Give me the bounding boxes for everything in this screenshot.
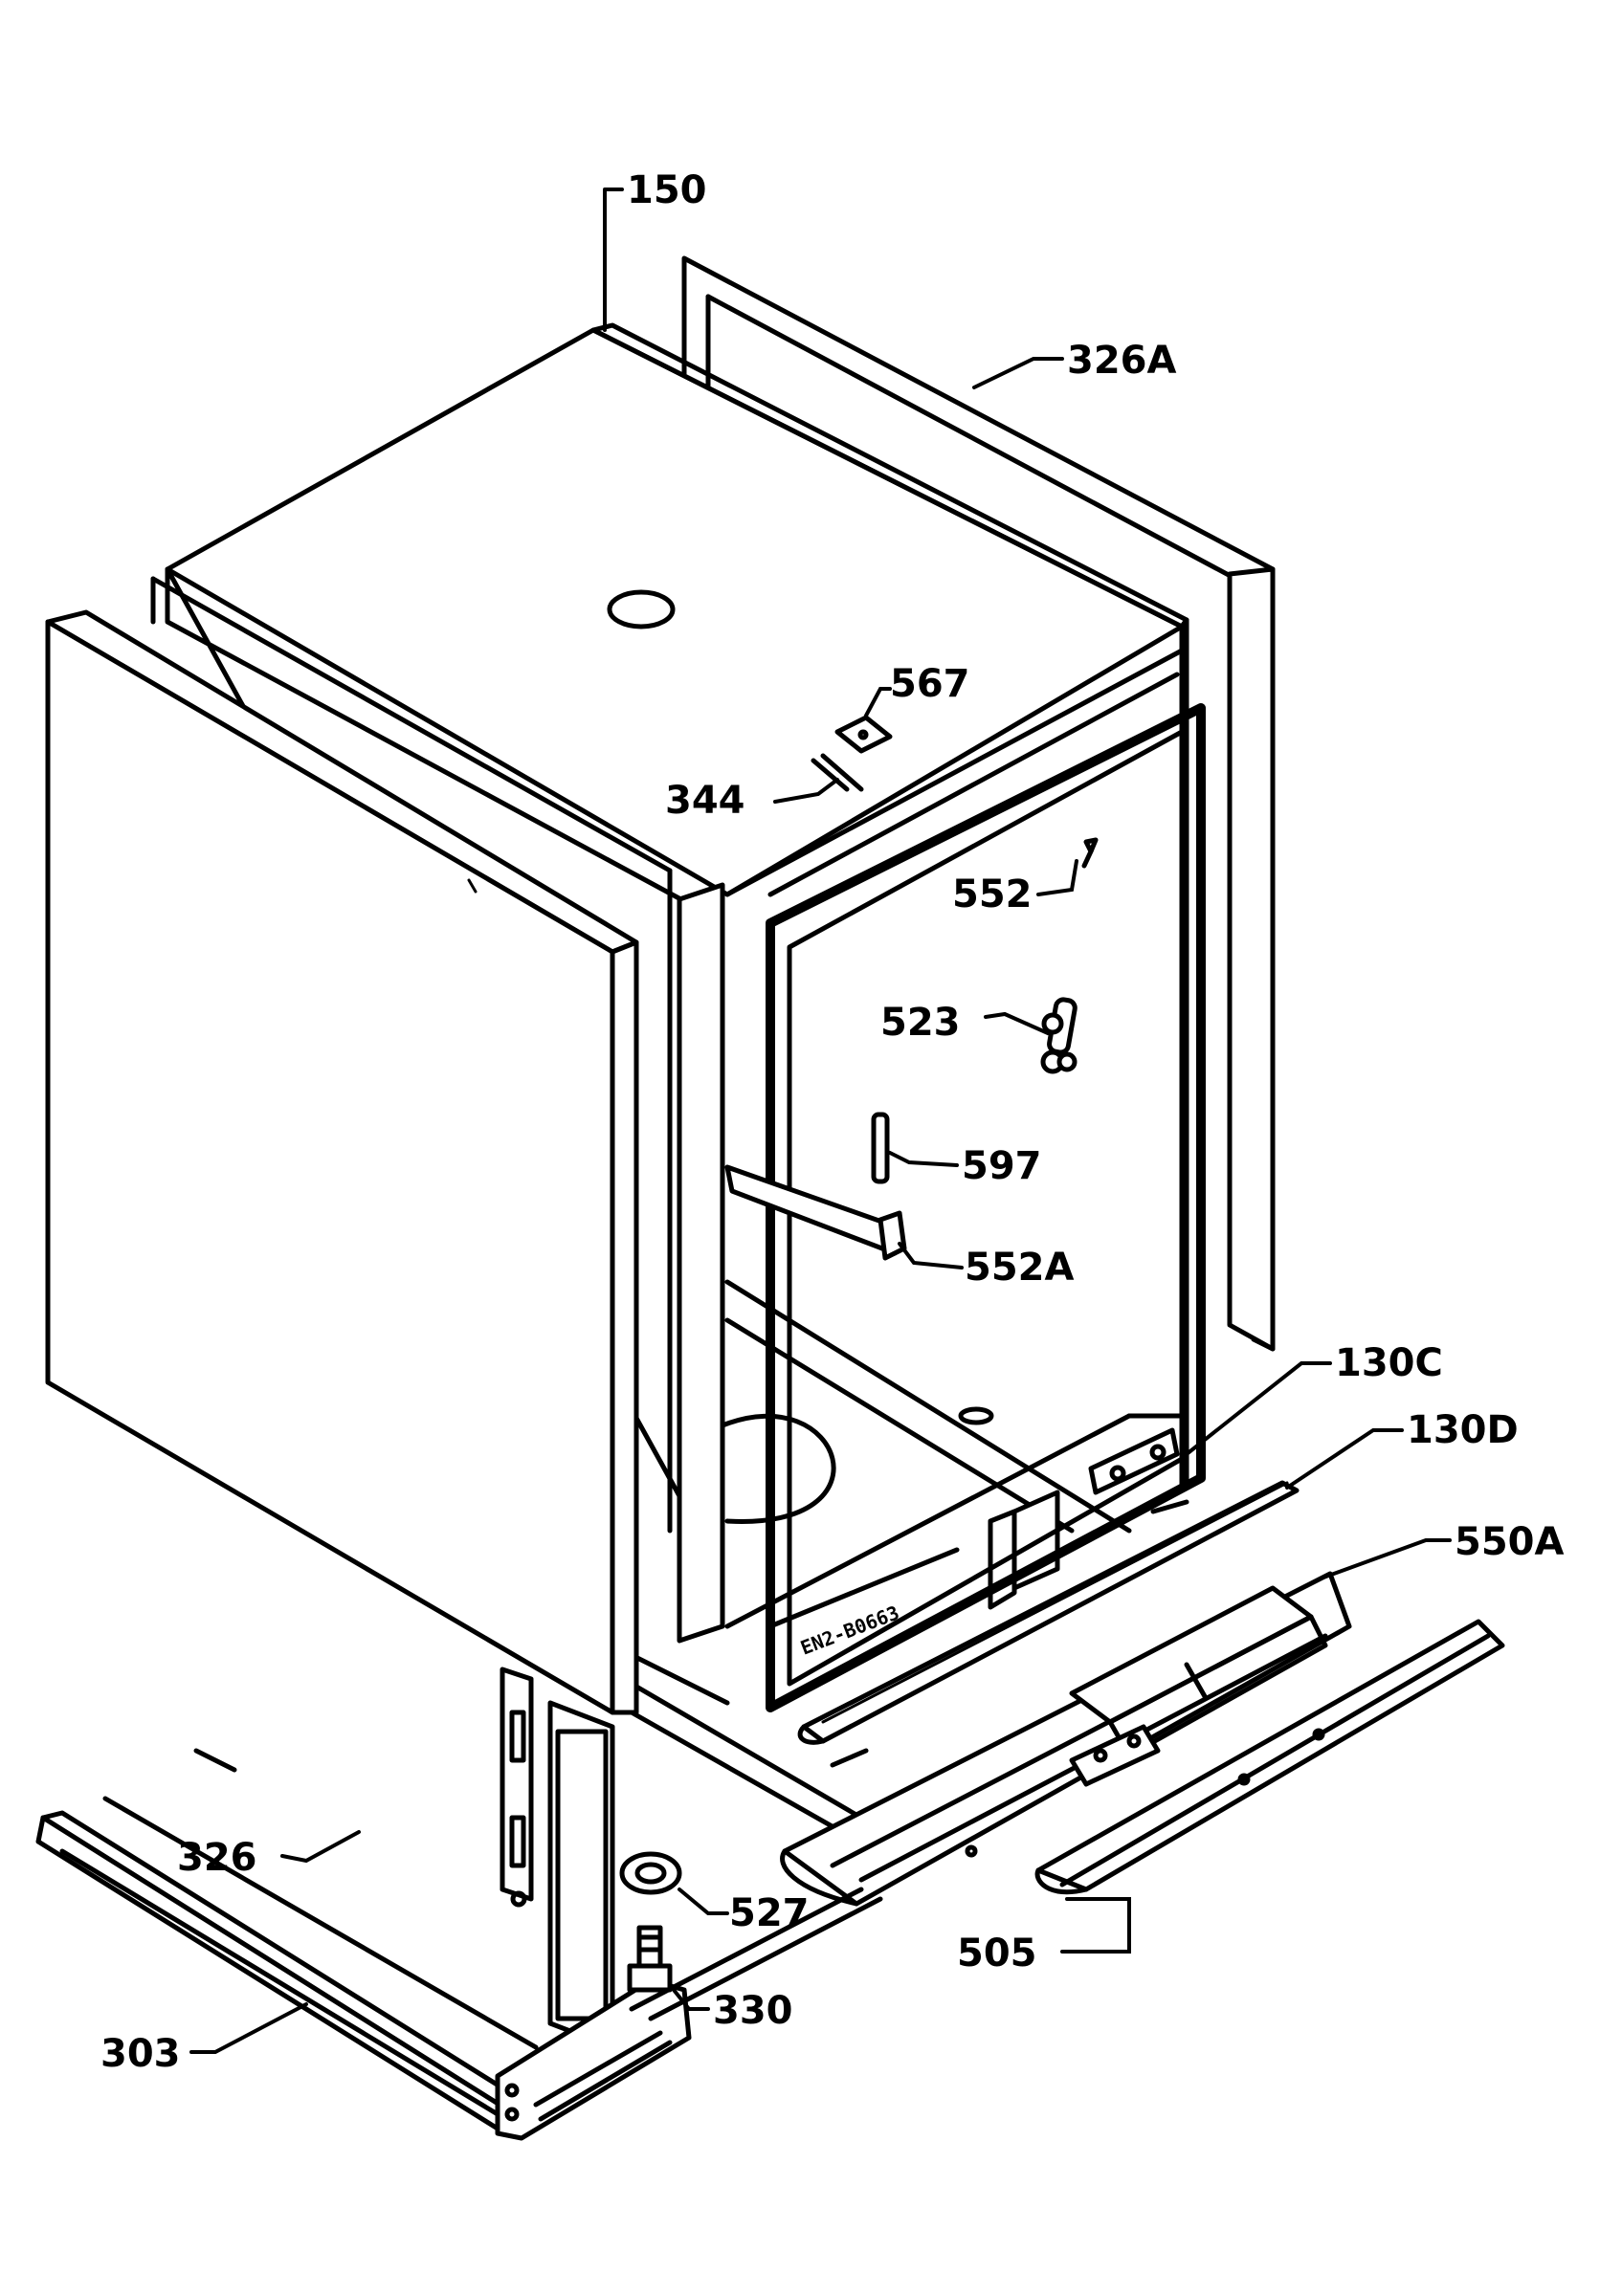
callout-597: 597	[962, 1144, 1042, 1188]
rail-130d	[797, 1480, 1300, 1768]
callout-labels: 150 326A 567 344 552 523 597 552A 130C 1…	[100, 168, 1564, 2076]
callout-505: 505	[957, 1932, 1037, 1976]
part-597	[871, 1112, 890, 1184]
part-330	[627, 1925, 673, 1993]
part-552a	[724, 1164, 898, 1256]
part-552	[1081, 837, 1099, 869]
callout-326: 326	[177, 1836, 257, 1880]
callout-567: 567	[890, 662, 970, 706]
callout-344: 344	[665, 779, 745, 823]
callout-552a: 552A	[965, 1246, 1074, 1290]
tray-550a	[780, 1571, 1352, 1907]
part-523	[1040, 997, 1078, 1074]
callout-326a: 326A	[1067, 339, 1176, 383]
callout-330: 330	[713, 1989, 793, 2033]
callout-523: 523	[880, 1001, 961, 1045]
callout-303: 303	[100, 2032, 181, 2076]
base-tray-303	[35, 1748, 883, 2141]
callout-130c: 130C	[1335, 1341, 1443, 1385]
callout-527: 527	[729, 1891, 810, 1935]
callout-130d: 130D	[1407, 1408, 1519, 1452]
part-527	[619, 1851, 682, 1895]
callout-552: 552	[952, 872, 1033, 916]
leader-lines	[189, 188, 1452, 2054]
callout-550a: 550A	[1455, 1520, 1564, 1564]
rail-505	[1034, 1619, 1505, 1895]
rail-130c	[1150, 1499, 1189, 1514]
part-344	[811, 753, 864, 792]
side-panel-326	[45, 609, 639, 2050]
small-parts	[724, 715, 1099, 1261]
callout-150: 150	[627, 168, 707, 212]
